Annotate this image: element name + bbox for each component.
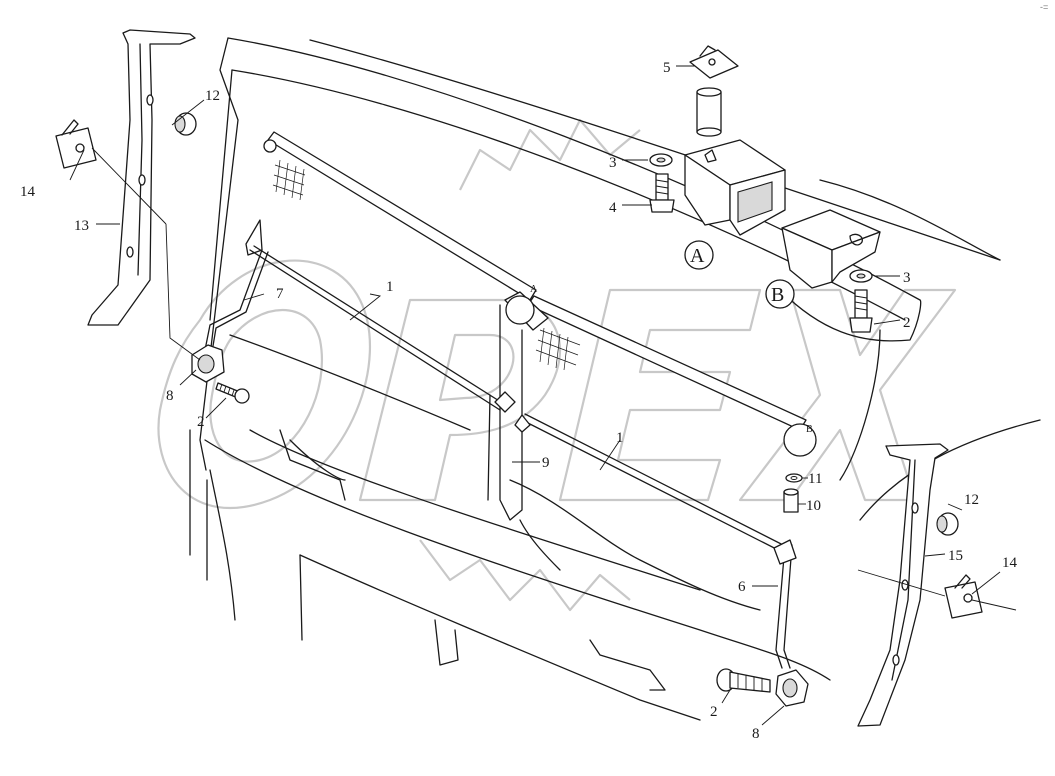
detail-marker-a: A — [530, 284, 538, 295]
sun-visor-assembly — [245, 131, 817, 669]
callout-7: 7 — [276, 286, 284, 302]
leader-lines — [69, 65, 1017, 726]
left-guide-rod — [204, 249, 269, 353]
detail-view-b — [765, 209, 881, 333]
callout-3-b: 3 — [903, 270, 911, 286]
callout-1-top: 1 — [386, 279, 394, 295]
view-label-b: B — [771, 284, 784, 306]
callout-10: 10 — [806, 498, 821, 514]
callout-2-right-b: 2 — [903, 315, 911, 331]
callout-5: 5 — [663, 60, 671, 76]
callout-6: 6 — [738, 579, 746, 595]
callout-12-right: 12 — [964, 492, 979, 508]
callout-9: 9 — [542, 455, 550, 471]
detail-view-a — [649, 45, 786, 270]
left-hinge-bracket — [191, 344, 225, 383]
right-clip-nut — [944, 574, 983, 619]
callout-labels: 1 1 2 2 2 3 3 4 5 6 7 8 8 9 10 11 12 12 … — [20, 60, 1018, 742]
view-label-a: A — [690, 245, 705, 267]
callout-14-left: 14 — [20, 184, 36, 200]
left-pillar-trim — [87, 29, 196, 326]
wave-washer — [785, 473, 803, 483]
callout-1-bottom: 1 — [616, 430, 624, 446]
callout-8-left: 8 — [166, 388, 174, 404]
callout-12-left: 12 — [205, 88, 220, 104]
right-bracket-bolt — [716, 668, 771, 693]
callout-13: 13 — [74, 218, 89, 234]
callout-15: 15 — [948, 548, 963, 564]
right-pillar-trim — [857, 443, 949, 727]
callout-2-bottom: 2 — [710, 704, 718, 720]
cab-body-outline — [189, 37, 1041, 721]
right-trim-screw — [936, 512, 959, 536]
callout-3-a: 3 — [609, 155, 617, 171]
callout-4: 4 — [609, 200, 617, 216]
right-hinge-bracket — [775, 669, 809, 707]
detail-marker-b: B — [806, 424, 813, 435]
left-trim-screw — [174, 112, 197, 136]
callout-11: 11 — [808, 471, 822, 487]
mesh-left — [272, 159, 306, 201]
callout-14-right: 14 — [1002, 555, 1018, 571]
spacer-sleeve — [783, 488, 799, 513]
callout-2-left: 2 — [197, 414, 205, 430]
left-bracket-screw — [215, 382, 250, 404]
callout-8-right: 8 — [752, 726, 760, 742]
left-clip-nut — [55, 119, 97, 169]
watermark-outline — [157, 118, 957, 612]
corner-mark: -= — [1040, 2, 1048, 12]
mesh-center — [535, 327, 581, 371]
